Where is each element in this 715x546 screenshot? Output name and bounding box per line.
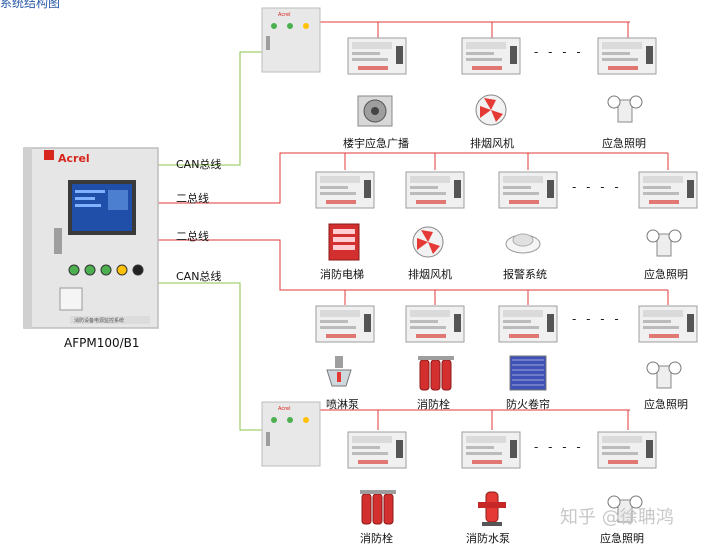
label-fire-shutter: 防火卷帘 [506, 398, 550, 411]
monitor-module [498, 305, 558, 343]
sub-panel-bottom: Acrel [261, 401, 321, 467]
bus-label-can-1: CAN总线 [176, 158, 222, 171]
monitor-module [315, 171, 375, 209]
monitor-module [315, 305, 375, 343]
monitor-module [498, 171, 558, 209]
can-bus-line-bottom [140, 282, 265, 431]
monitor-module [597, 37, 657, 75]
indicator-lights [68, 264, 144, 276]
monitor-module [405, 305, 465, 343]
hydrant-cylinders-icon [418, 356, 454, 391]
water-pump-icon [478, 491, 506, 526]
label-smoke-fan-2: 排烟风机 [408, 268, 452, 281]
fan-icon [475, 94, 507, 126]
monitor-module [347, 431, 407, 469]
label-sprinkler-pump: 喷淋泵 [326, 398, 359, 411]
label-building-broadcast: 楼宇应急广播 [343, 137, 409, 150]
watermark: 知乎 @徐聃鸿 [560, 507, 674, 528]
monitor-modules [315, 37, 698, 469]
main-panel-brand: Acrel [58, 152, 90, 165]
label-emergency-light-3: 应急照明 [644, 398, 688, 411]
bus-label-two-wire-2: 二总线 [176, 230, 209, 243]
bus-lines [140, 21, 669, 431]
ellipsis-row2: - - - - [572, 180, 622, 194]
main-panel-model: AFPM100/B1 [64, 336, 140, 350]
label-smoke-fan-1: 排烟风机 [470, 137, 514, 150]
shutter-icon [509, 355, 547, 391]
panel-nameplate: 消防设备电源监控系统 [74, 317, 124, 324]
sprinkler-icon [326, 356, 352, 387]
fan-icon [412, 226, 444, 258]
label-fire-elevator: 消防电梯 [320, 268, 364, 281]
label-emergency-light-2: 应急照明 [644, 268, 688, 281]
monitor-module [405, 171, 465, 209]
acrel-logo-mark [44, 150, 54, 160]
emergency-light-icon [607, 495, 643, 523]
svg-text:Acrel: Acrel [278, 12, 291, 18]
bus-label-can-2: CAN总线 [176, 270, 222, 283]
main-monitor-panel: Acrel 消防设备电源监控系统 [23, 147, 159, 329]
monitor-module [638, 305, 698, 343]
second-bus-line-1 [140, 152, 668, 204]
label-emergency-light-4: 应急照明 [600, 532, 644, 545]
sub-panel-top: Acrel [261, 7, 321, 73]
diagram-title: 系统结构图 [0, 0, 61, 10]
monitor-module [461, 37, 521, 75]
ellipsis-row3: - - - - [572, 312, 622, 326]
printer-slot [59, 287, 83, 311]
smoke-detector-icon [505, 233, 541, 254]
label-alarm-system: 报警系统 [503, 268, 547, 281]
label-fire-hydrant-1: 消防栓 [417, 398, 450, 411]
monitor-module [461, 431, 521, 469]
second-bus-line-2 [140, 239, 668, 291]
door-handle [54, 228, 62, 254]
can-bus-line-top [140, 51, 265, 166]
hydrant-cylinders-icon [360, 490, 396, 525]
monitor-module [597, 431, 657, 469]
label-fire-water-pump: 消防水泵 [466, 532, 510, 545]
emergency-light-icon [646, 229, 682, 257]
emergency-light-icon [646, 361, 682, 389]
svg-text:Acrel: Acrel [278, 406, 291, 412]
ellipsis-row4: - - - - [534, 440, 584, 454]
elevator-sign-icon [328, 223, 360, 261]
monitor-module [638, 171, 698, 209]
emergency-light-icon [607, 95, 643, 123]
label-emergency-light-1: 应急照明 [602, 137, 646, 150]
ellipsis-row1: - - - - [534, 45, 584, 59]
device-icons [326, 94, 682, 526]
monitor-module [347, 37, 407, 75]
label-fire-hydrant-2: 消防栓 [360, 532, 393, 545]
speaker-icon [357, 95, 393, 127]
bus-label-two-wire-1: 二总线 [176, 192, 209, 205]
